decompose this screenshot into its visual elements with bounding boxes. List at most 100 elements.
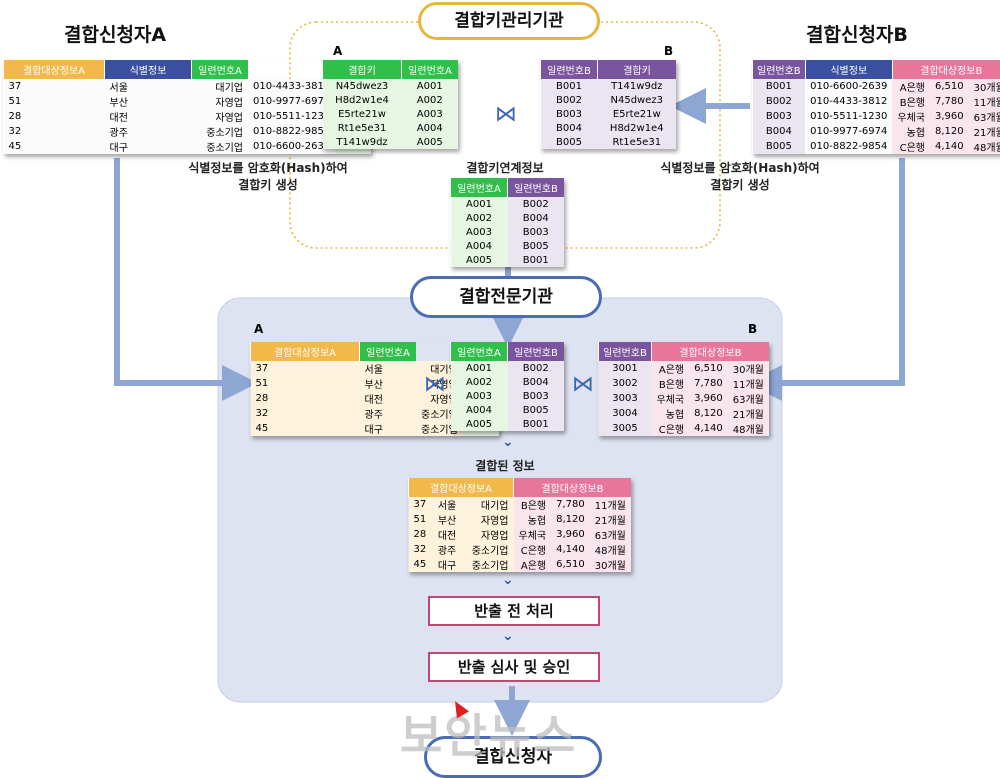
age-cell: 28 <box>408 527 433 542</box>
serial-cell: B005 <box>540 135 598 149</box>
hash-caption-right-line2: 결합키 생성 <box>710 178 770 192</box>
serial-a-cell: A004 <box>450 239 508 253</box>
serial-cell: B004 <box>752 124 806 139</box>
phone-cell: 010-8822-9854 <box>248 124 336 139</box>
serial-a-cell: A002 <box>450 211 508 225</box>
phone-cell: 010-4433-3812 <box>805 94 893 109</box>
bank-cell: B은행 <box>651 376 690 391</box>
age-cell: 32 <box>250 406 360 421</box>
business-cell: 대기업 <box>191 79 248 94</box>
amount-cell: 7,780 <box>551 497 590 512</box>
region-cell: 광주 <box>359 406 416 421</box>
serial-cell: A005 <box>401 135 458 149</box>
region-cell: 대전 <box>432 527 464 542</box>
serial-cell: B004 <box>540 121 598 135</box>
period-cell: 63개월 <box>589 527 631 542</box>
header-target-a: 결합대상정보A <box>408 478 514 497</box>
serial-a-cell: A005 <box>450 253 508 267</box>
key-cell: H8d2w1e4 <box>322 93 402 107</box>
age-cell: 32 <box>3 124 105 139</box>
bank-cell: 우체국 <box>651 391 690 406</box>
chevron-down-icon: ⌄ <box>502 572 514 588</box>
header-serial-a: 일련번호A <box>401 60 458 79</box>
header-serial-a: 일련번호A <box>359 342 416 361</box>
header-serial-b: 일련번호B <box>752 60 806 79</box>
header-target-b: 결합대상정보B <box>650 342 769 361</box>
phone-cell: 010-9977-6974 <box>805 124 893 139</box>
serial-cell: 3001 <box>598 361 652 376</box>
phone-cell: 010-9977-6974 <box>248 94 336 109</box>
period-cell: 48개월 <box>968 139 1000 154</box>
amount-cell: 3,960 <box>551 527 590 542</box>
header-key: 결합키 <box>322 60 402 79</box>
period-cell: 11개월 <box>968 94 1000 109</box>
serial-a-cell: A004 <box>450 403 508 417</box>
business-cell: 중소기업 <box>191 139 248 154</box>
period-cell: 30개월 <box>589 557 631 572</box>
header-serial-a: 일련번호A <box>450 342 508 361</box>
phone-cell: 010-5511-1230 <box>805 109 893 124</box>
key-cell: Rt1e5e31 <box>322 121 402 135</box>
age-cell: 32 <box>408 542 433 557</box>
bank-cell: A은행 <box>513 557 552 572</box>
age-cell: 45 <box>250 421 360 436</box>
bank-cell: 우체국 <box>513 527 552 542</box>
business-cell: 자영업 <box>463 527 514 542</box>
key-agency-region <box>289 21 721 249</box>
review-approval-step: 반출 심사 및 승인 <box>428 652 600 682</box>
serial-b-cell: B005 <box>507 239 564 253</box>
region-cell: 서울 <box>104 79 192 94</box>
key-cell: N45dwez3 <box>597 93 676 107</box>
bank-cell: 농협 <box>513 512 552 527</box>
age-cell: 28 <box>250 391 360 406</box>
period-cell: 63개월 <box>968 109 1000 124</box>
bank-cell: 농협 <box>892 124 930 139</box>
serial-cell: B002 <box>540 93 598 107</box>
age-cell: 45 <box>3 139 105 154</box>
hash-caption-left-line2: 결합키 생성 <box>238 178 298 192</box>
amount-cell: 4,140 <box>551 542 590 557</box>
header-serial-a: 일련번호A <box>191 60 248 79</box>
key-marker-b: B <box>664 44 674 58</box>
serial-a-cell: A005 <box>450 417 508 431</box>
header-identity: 식별정보 <box>104 60 192 79</box>
phone-cell: 010-5511-1230 <box>248 109 336 124</box>
join-icon-left: ⋈ <box>424 372 446 397</box>
bank-cell: A은행 <box>892 79 930 94</box>
region-cell: 서울 <box>359 361 416 376</box>
phone-cell: 010-6600-2639 <box>248 139 336 154</box>
key-cell: H8d2w1e4 <box>597 121 676 135</box>
serial-cell: 3002 <box>598 376 652 391</box>
serial-b-cell: B003 <box>507 225 564 239</box>
age-cell: 51 <box>408 512 433 527</box>
header-target-b: 결합대상정보B <box>891 60 1000 79</box>
serial-b-cell: B002 <box>507 197 564 211</box>
region-cell: 대구 <box>104 139 192 154</box>
business-cell: 대기업 <box>463 497 514 512</box>
business-cell: 자영업 <box>463 512 514 527</box>
chevron-down-icon: ⌄ <box>502 628 514 644</box>
expert-agency-title: 결합전문기관 <box>410 276 602 318</box>
arrow-a-to-expert <box>114 158 258 401</box>
join-icon: ⋈ <box>495 102 517 127</box>
key-marker-a: A <box>333 44 343 58</box>
bank-cell: B은행 <box>892 94 930 109</box>
age-cell: 37 <box>408 497 433 512</box>
